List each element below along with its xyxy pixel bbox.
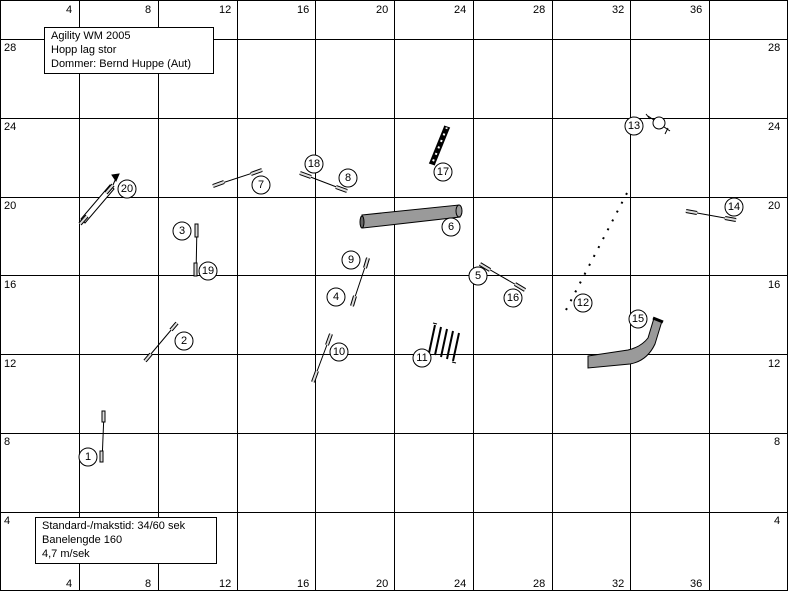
top-axis-label: 20: [376, 4, 388, 16]
obstacle-number: 18: [308, 158, 320, 170]
course-info-box: Agility WM 2005 Hopp lag stor Dommer: Be…: [44, 27, 214, 74]
judge-name: Dommer: Bernd Huppe (Aut): [51, 58, 191, 70]
tire-13[interactable]: [645, 113, 671, 135]
right-axis-label: 20: [768, 200, 780, 212]
top-axis-label: 32: [612, 4, 624, 16]
right-axis-label: 4: [774, 515, 780, 527]
jump-5-16[interactable]: [478, 262, 527, 292]
course-time: Standard-/makstid: 34/60 sek: [42, 520, 186, 532]
left-axis-label: 12: [4, 358, 16, 370]
obstacle-number: 13: [628, 120, 640, 132]
obstacle-number: 19: [202, 265, 214, 277]
bottom-axis-label: 32: [612, 578, 624, 590]
bottom-axis-label: 20: [376, 578, 388, 590]
jump-14[interactable]: [685, 209, 737, 222]
obstacle-number: 8: [345, 172, 351, 184]
obstacle-numbers: 1 2 3 4 5 6 7 8 9 10 11 12 13 14 15 16 1…: [78, 116, 744, 467]
right-axis-label: 16: [768, 279, 780, 291]
right-axis-label: 24: [768, 121, 780, 133]
obstacle-number: 12: [577, 297, 589, 309]
obstacle-number: 6: [448, 221, 454, 233]
event-title: Agility WM 2005: [51, 30, 131, 42]
left-axis-labels: 28 24 20 16 12 8 4: [4, 42, 16, 527]
class-name: Hopp lag stor: [51, 44, 117, 56]
bottom-axis-label: 4: [66, 578, 72, 590]
top-axis-label: 28: [533, 4, 545, 16]
tunnel-15[interactable]: [587, 316, 664, 369]
bottom-axis-label: 12: [219, 578, 231, 590]
right-axis-label: 8: [774, 436, 780, 448]
obstacle-number: 3: [179, 225, 185, 237]
obstacle-number: 17: [437, 166, 449, 178]
dotted-line-12: [565, 192, 628, 311]
obstacle-number: 5: [475, 270, 481, 282]
bottom-axis-labels: 4 8 12 16 20 24 28 32 36: [66, 578, 702, 590]
course-stats-box: Standard-/makstid: 34/60 sek Banelengde …: [35, 517, 217, 564]
jump-4-9[interactable]: [350, 257, 370, 307]
top-axis-labels: 4 8 12 16 20 24 28 32 36: [66, 4, 702, 16]
top-axis-label: 4: [66, 4, 72, 16]
obstacles: [78, 113, 737, 463]
right-axis-labels: 28 24 20 16 12 8 4: [768, 42, 780, 527]
obstacle-number: 16: [507, 292, 519, 304]
jump-1[interactable]: [99, 410, 106, 463]
obstacle-number: 11: [416, 352, 427, 364]
obstacle-number: 1: [85, 451, 91, 463]
right-axis-label: 28: [768, 42, 780, 54]
jump-10[interactable]: [311, 333, 333, 383]
obstacle-number: 10: [333, 346, 345, 358]
left-axis-label: 20: [4, 200, 16, 212]
top-axis-label: 8: [145, 4, 151, 16]
left-axis-label: 24: [4, 121, 16, 133]
tunnel-6[interactable]: [359, 204, 463, 229]
top-axis-label: 24: [454, 4, 466, 16]
obstacle-number: 7: [258, 179, 264, 191]
left-axis-label: 8: [4, 436, 10, 448]
course-length: Banelengde 160: [42, 534, 123, 546]
obstacle-number: 9: [348, 254, 354, 266]
bottom-axis-label: 28: [533, 578, 545, 590]
top-axis-label: 16: [297, 4, 309, 16]
bottom-axis-label: 24: [454, 578, 466, 590]
bottom-axis-label: 8: [145, 578, 151, 590]
top-axis-label: 36: [690, 4, 702, 16]
weave-17[interactable]: [428, 125, 451, 166]
long-jump-11[interactable]: [428, 322, 460, 364]
jump-2[interactable]: [143, 321, 179, 363]
obstacle-number: 15: [632, 313, 644, 325]
course-speed: 4,7 m/sek: [42, 548, 90, 560]
obstacle-number: 2: [181, 335, 187, 347]
jump-8-18[interactable]: [299, 171, 348, 193]
obstacle-number: 4: [333, 291, 339, 303]
right-axis-label: 12: [768, 358, 780, 370]
left-axis-label: 4: [4, 515, 10, 527]
jump-20[interactable]: [78, 173, 120, 226]
left-axis-label: 28: [4, 42, 16, 54]
top-axis-label: 12: [219, 4, 231, 16]
bottom-axis-label: 36: [690, 578, 702, 590]
bottom-axis-label: 16: [297, 578, 309, 590]
obstacle-number: 14: [728, 201, 740, 213]
jump-3-19[interactable]: [193, 223, 199, 277]
left-axis-label: 16: [4, 279, 16, 291]
jump-7[interactable]: [212, 168, 263, 188]
obstacle-number: 20: [121, 183, 133, 195]
direction-arrow-icon: [111, 173, 120, 183]
